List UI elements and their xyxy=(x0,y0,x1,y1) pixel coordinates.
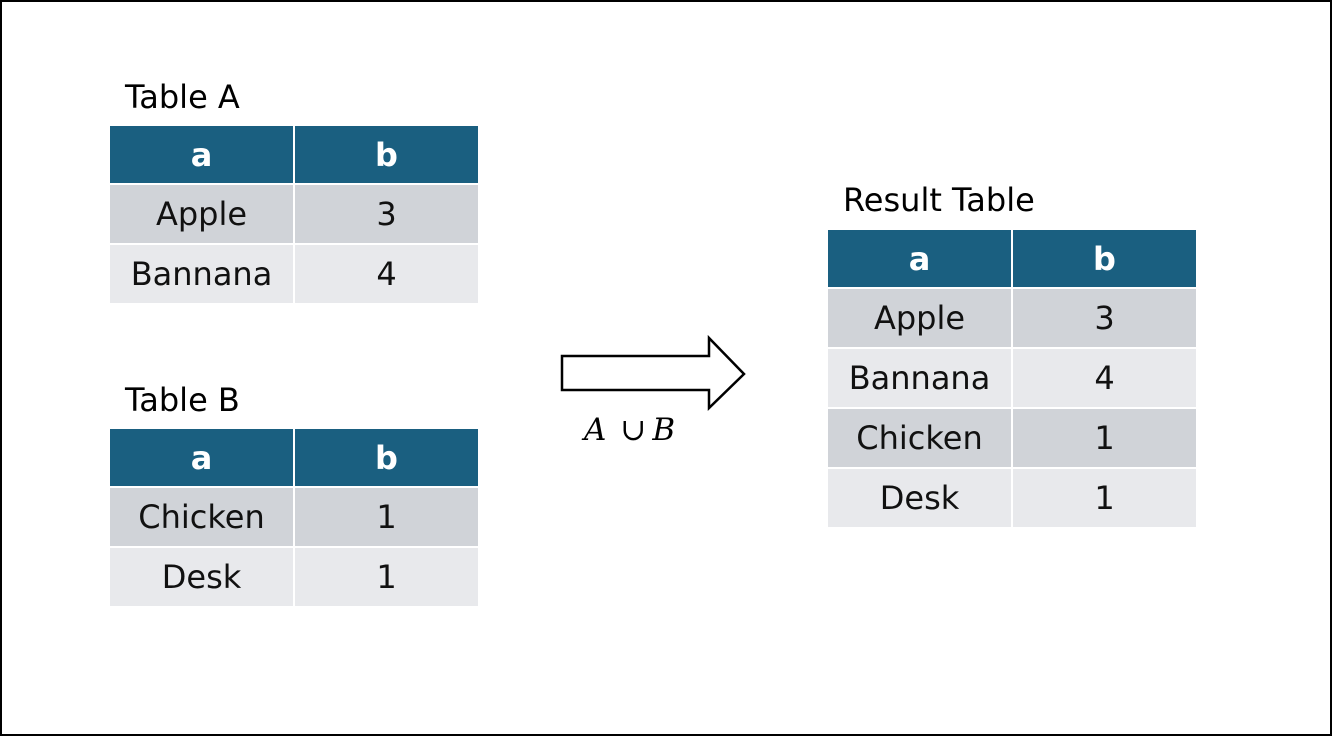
table-cell: 3 xyxy=(1013,289,1196,347)
union-operator: ∪ xyxy=(620,412,647,448)
table-cell: Apple xyxy=(828,289,1011,347)
table-row: Apple 3 xyxy=(110,185,478,243)
column-header-b: b xyxy=(295,429,478,486)
column-header-a: a xyxy=(110,429,293,486)
right-arrow-icon xyxy=(560,334,746,411)
table-row: Desk 1 xyxy=(110,548,478,606)
table-b: a b Chicken 1 Desk 1 xyxy=(108,427,480,608)
table-cell: Chicken xyxy=(828,409,1011,467)
table-cell: Bannana xyxy=(110,245,293,303)
column-header-b: b xyxy=(295,126,478,183)
union-formula: A ∪B xyxy=(584,412,675,448)
table-b-title: Table B xyxy=(125,381,240,419)
column-header-a: a xyxy=(828,230,1011,287)
table-cell: Chicken xyxy=(110,488,293,546)
table-cell: 1 xyxy=(1013,409,1196,467)
table-cell: 4 xyxy=(295,245,478,303)
table-cell: 1 xyxy=(1013,469,1196,527)
table-cell: Desk xyxy=(110,548,293,606)
table-header-row: a b xyxy=(110,126,478,183)
table-row: Desk 1 xyxy=(828,469,1196,527)
table-header-row: a b xyxy=(110,429,478,486)
table-row: Bannana 4 xyxy=(110,245,478,303)
table-cell: 1 xyxy=(295,548,478,606)
operand-b: B xyxy=(652,412,676,448)
table-row: Chicken 1 xyxy=(110,488,478,546)
result-table-title: Result Table xyxy=(843,181,1035,219)
table-a: a b Apple 3 Bannana 4 xyxy=(108,124,480,305)
table-cell: 3 xyxy=(295,185,478,243)
result-table: a b Apple 3 Bannana 4 Chicken 1 Desk 1 xyxy=(826,228,1198,529)
table-cell: Desk xyxy=(828,469,1011,527)
column-header-a: a xyxy=(110,126,293,183)
column-header-b: b xyxy=(1013,230,1196,287)
table-a-title: Table A xyxy=(125,78,240,116)
operand-a: A xyxy=(584,412,607,448)
table-cell: 1 xyxy=(295,488,478,546)
table-row: Bannana 4 xyxy=(828,349,1196,407)
table-cell: Apple xyxy=(110,185,293,243)
table-row: Apple 3 xyxy=(828,289,1196,347)
table-cell: Bannana xyxy=(828,349,1011,407)
table-cell: 4 xyxy=(1013,349,1196,407)
table-row: Chicken 1 xyxy=(828,409,1196,467)
table-header-row: a b xyxy=(828,230,1196,287)
